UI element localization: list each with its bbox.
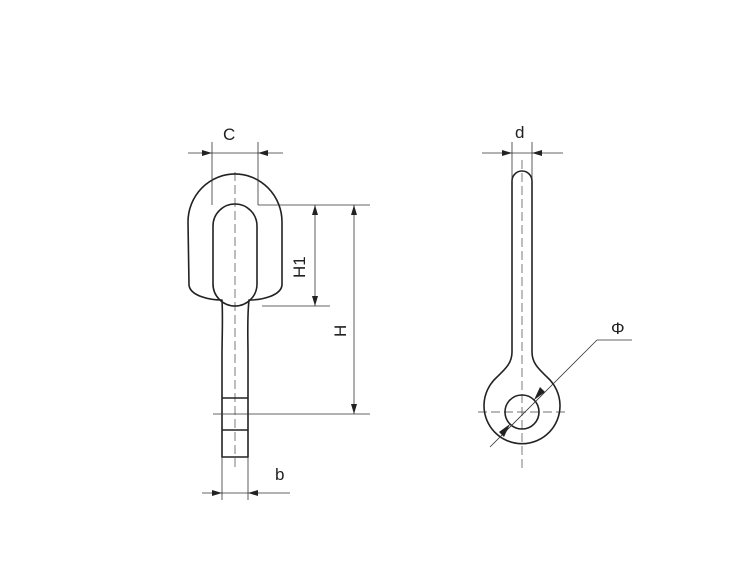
front-eye-slot	[212, 203, 258, 307]
dim-d: d	[482, 123, 563, 182]
dim-b: b	[202, 457, 290, 500]
dim-phi: Φ	[489, 319, 632, 448]
dim-h-label: H	[331, 325, 350, 337]
dim-h1-label: H1	[290, 256, 309, 278]
dim-phi-label: Φ	[611, 319, 625, 338]
dim-c-label: C	[223, 125, 235, 144]
front-view: C H1 H b	[187, 125, 370, 500]
side-eye-hole	[504, 394, 540, 430]
side-view: d Φ	[478, 123, 632, 472]
front-body-outline	[187, 173, 283, 458]
dim-b-label: b	[275, 465, 284, 484]
dim-c: C	[188, 125, 283, 205]
dim-h: H	[213, 205, 370, 415]
dim-h1: H1	[258, 204, 370, 307]
dim-d-label: d	[515, 123, 524, 142]
